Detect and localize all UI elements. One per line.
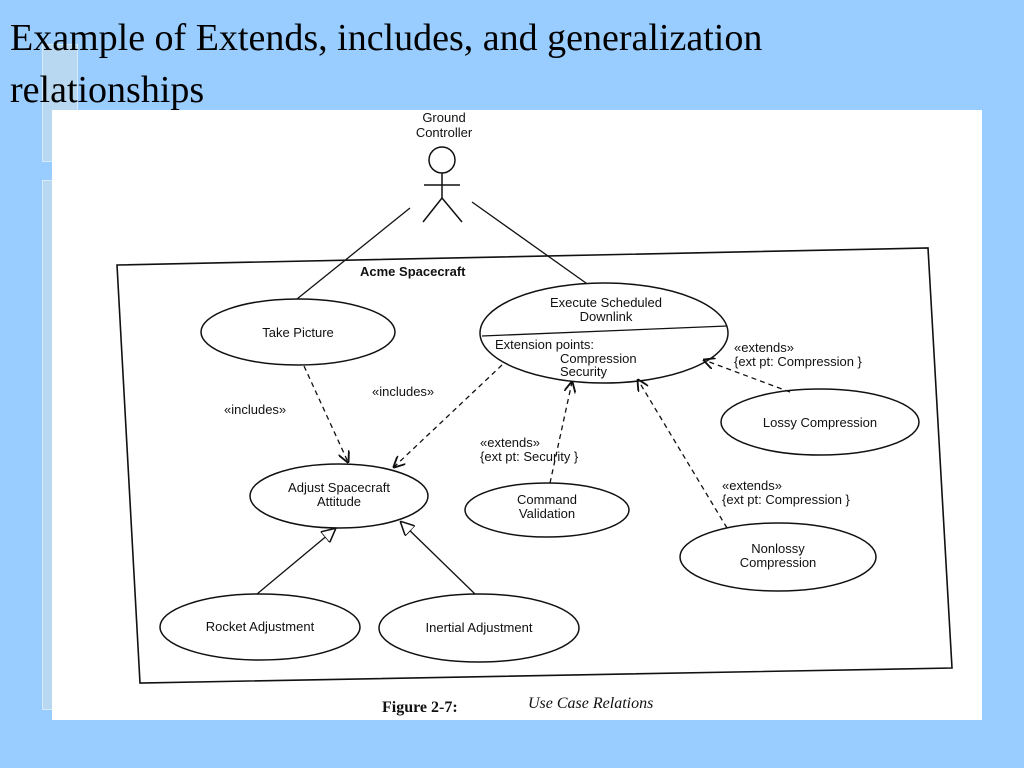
command-validation-ellipse — [464, 482, 630, 538]
extends-command-validation-to-downlink — [549, 382, 572, 484]
use-case-lossy-compression: Lossy Compression — [720, 388, 920, 456]
rocket-adjustment-ellipse — [159, 593, 361, 661]
includes-label-left: «includes» — [224, 402, 286, 417]
extends-nonlossy-label-line-1: «extends» — [722, 478, 782, 493]
use-case-diagram: Ground Controller Acme Spacecraft Take P… — [116, 110, 953, 716]
execute-downlink-label-line-1: Execute Scheduled — [550, 295, 662, 310]
use-case-execute-scheduled-downlink: Execute Scheduled Downlink Extension poi… — [479, 282, 729, 384]
nonlossy-compression-label-line-2: Compression — [740, 555, 817, 570]
extension-points-divider — [481, 325, 728, 337]
execute-downlink-ellipse — [479, 282, 729, 384]
extends-lossy-label-line-2: {ext pt: Compression } — [734, 354, 863, 369]
take-picture-label: Take Picture — [262, 325, 334, 340]
system-boundary-label: Acme Spacecraft — [360, 264, 466, 279]
use-case-adjust-spacecraft-attitude: Adjust Spacecraft Attitude — [249, 463, 429, 529]
figure-caption-text: Use Case Relations — [528, 695, 653, 712]
use-case-nonlossy-compression: Nonlossy Compression — [679, 522, 877, 592]
slide-title: Example of Extends, includes, and genera… — [10, 12, 1010, 116]
use-case-rocket-adjustment: Rocket Adjustment — [159, 593, 361, 661]
adjust-attitude-label-line-2: Attitude — [317, 494, 361, 509]
extends-security-label-line-1: «extends» — [480, 435, 540, 450]
take-picture-ellipse — [200, 298, 396, 366]
extension-point-compression: Compression — [560, 351, 637, 366]
extension-points-header: Extension points: — [495, 337, 594, 352]
actor-label-line-1: Ground — [422, 110, 465, 125]
extension-point-security: Security — [560, 364, 607, 379]
nonlossy-compression-ellipse — [679, 522, 877, 592]
nonlossy-compression-label-line-1: Nonlossy — [751, 541, 805, 556]
use-case-command-validation: Command Validation — [464, 482, 630, 538]
extends-lossy-label-line-1: «extends» — [734, 340, 794, 355]
actor-right-leg — [441, 197, 463, 223]
adjust-attitude-label-line-1: Adjust Spacecraft — [288, 480, 390, 495]
extends-nonlossy-to-downlink — [638, 380, 728, 529]
actor-ground-controller: Ground Controller — [416, 110, 473, 223]
extends-security-label-line-2: {ext pt: Security } — [480, 449, 579, 464]
system-boundary — [116, 247, 953, 684]
extends-lossy-to-downlink — [704, 360, 791, 393]
inertial-adjustment-ellipse — [378, 593, 580, 663]
slide-title-line-1: Example of Extends, includes, and genera… — [10, 17, 763, 59]
actor-head — [428, 146, 456, 174]
actor-label-line-2: Controller — [416, 125, 473, 140]
generalization-inertial-to-adjust — [401, 522, 476, 595]
includes-downlink-to-adjust — [394, 364, 503, 467]
association-take-picture — [291, 207, 411, 304]
includes-take-picture-to-adjust — [303, 365, 348, 462]
includes-label-right: «includes» — [372, 384, 434, 399]
use-case-inertial-adjustment: Inertial Adjustment — [378, 593, 580, 663]
execute-downlink-label-line-2: Downlink — [580, 309, 633, 324]
rocket-adjustment-label: Rocket Adjustment — [206, 619, 315, 634]
extends-nonlossy-label-line-2: {ext pt: Compression } — [722, 492, 851, 507]
inertial-adjustment-label: Inertial Adjustment — [426, 620, 533, 635]
figure-caption-label: Figure 2-7: — [382, 699, 458, 716]
lossy-compression-ellipse — [720, 388, 920, 456]
figure-caption: Figure 2-7: Use Case Relations — [382, 695, 653, 716]
use-case-figure: Ground Controller Acme Spacecraft Take P… — [52, 110, 982, 720]
use-case-take-picture: Take Picture — [200, 298, 396, 366]
association-execute-downlink — [471, 201, 601, 294]
slide-title-line-2: relationships — [10, 69, 205, 111]
actor-left-leg — [422, 197, 443, 223]
lossy-compression-label: Lossy Compression — [763, 415, 877, 430]
command-validation-label-line-1: Command — [517, 492, 577, 507]
generalization-rocket-to-adjust — [256, 529, 335, 595]
command-validation-label-line-2: Validation — [519, 506, 575, 521]
